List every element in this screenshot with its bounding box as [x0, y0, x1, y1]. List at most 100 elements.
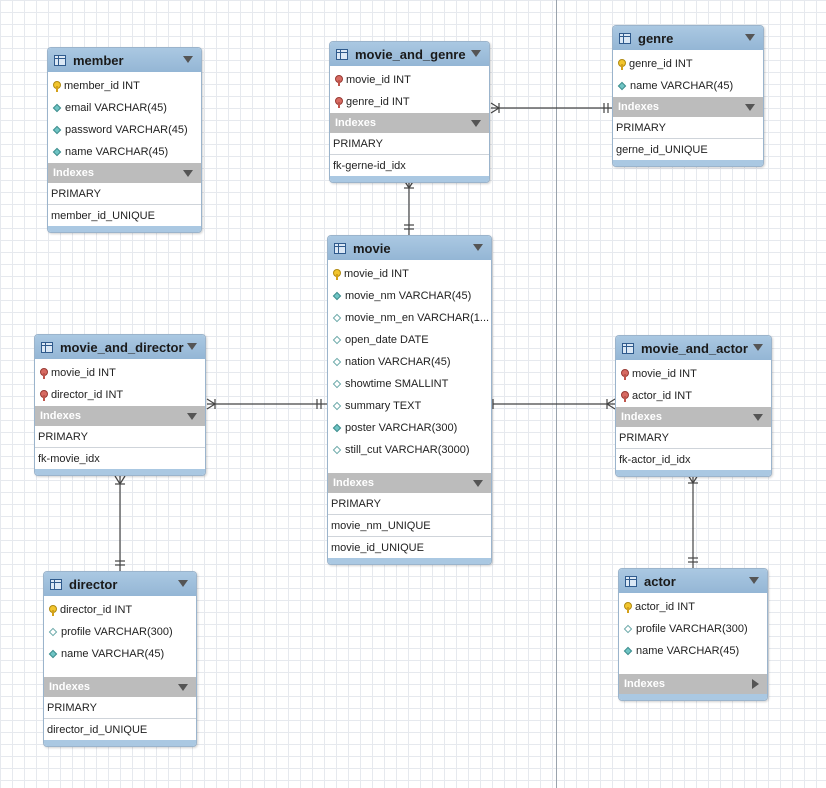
- table-footer: [613, 160, 763, 166]
- column-name: email VARCHAR(45): [65, 102, 167, 114]
- column-row[interactable]: email VARCHAR(45): [48, 97, 201, 119]
- foreign-key-icon: [335, 74, 343, 86]
- index-row[interactable]: member_id_UNIQUE: [48, 204, 201, 226]
- index-row[interactable]: fk-gerne-id_idx: [330, 154, 489, 176]
- collapse-arrow-icon[interactable]: [178, 580, 188, 587]
- column-row[interactable]: profile VARCHAR(300): [619, 618, 767, 640]
- collapse-arrow-icon[interactable]: [745, 104, 755, 111]
- table-header[interactable]: actor: [619, 569, 767, 593]
- column-name: movie_nm_en VARCHAR(1...: [345, 312, 490, 324]
- column-row[interactable]: movie_id INT: [35, 362, 205, 384]
- index-row[interactable]: PRIMARY: [333, 137, 383, 150]
- column-row[interactable]: still_cut VARCHAR(3000): [328, 439, 491, 461]
- column-row[interactable]: showtime SMALLINT: [328, 373, 491, 395]
- collapse-arrow-icon[interactable]: [471, 120, 481, 127]
- column-name: director_id INT: [60, 604, 133, 616]
- not-null-column-icon: [332, 423, 342, 433]
- collapse-arrow-icon[interactable]: [471, 50, 481, 57]
- not-null-column-icon: [52, 125, 62, 135]
- table-header[interactable]: movie: [328, 236, 491, 260]
- collapse-arrow-icon[interactable]: [745, 34, 755, 41]
- column-name: movie_id INT: [632, 368, 697, 380]
- collapse-arrow-icon[interactable]: [753, 344, 763, 351]
- collapse-arrow-icon[interactable]: [183, 56, 193, 63]
- indexes-label: Indexes: [618, 101, 659, 113]
- collapse-arrow-icon[interactable]: [187, 413, 197, 420]
- collapse-arrow-icon[interactable]: [473, 244, 483, 251]
- column-row[interactable]: genre_id INT: [613, 53, 763, 75]
- table-member[interactable]: member member_id INT email VARCHAR(45) pass…: [47, 47, 202, 233]
- index-row[interactable]: PRIMARY: [619, 431, 669, 444]
- column-row[interactable]: nation VARCHAR(45): [328, 351, 491, 373]
- column-row[interactable]: name VARCHAR(45): [44, 643, 196, 665]
- indexes-header[interactable]: Indexes: [48, 163, 201, 183]
- table-header[interactable]: movie_and_genre: [330, 42, 489, 66]
- column-row[interactable]: movie_nm VARCHAR(45): [328, 285, 491, 307]
- table-header[interactable]: member: [48, 48, 201, 72]
- column-row[interactable]: movie_nm_en VARCHAR(1...: [328, 307, 491, 329]
- column-row[interactable]: profile VARCHAR(300): [44, 621, 196, 643]
- indexes-header[interactable]: Indexes: [330, 113, 489, 133]
- index-row[interactable]: PRIMARY: [47, 701, 97, 714]
- indexes-header[interactable]: Indexes: [35, 406, 205, 426]
- column-row[interactable]: director_id INT: [35, 384, 205, 406]
- rel-director-many-end-crow: [119, 475, 126, 485]
- index-row[interactable]: fk-actor_id_idx: [616, 448, 771, 470]
- column-row[interactable]: password VARCHAR(45): [48, 119, 201, 141]
- column-row[interactable]: name VARCHAR(45): [613, 75, 763, 97]
- column-row[interactable]: poster VARCHAR(300): [328, 417, 491, 439]
- index-row[interactable]: movie_nm_UNIQUE: [328, 514, 491, 536]
- table-director[interactable]: director director_id INT profile VARCHAR(3…: [43, 571, 197, 747]
- column-row[interactable]: member_id INT: [48, 75, 201, 97]
- indexes-header[interactable]: Indexes: [613, 97, 763, 117]
- indexes-header[interactable]: Indexes: [44, 677, 196, 697]
- table-header[interactable]: genre: [613, 26, 763, 50]
- column-row[interactable]: movie_id INT: [328, 263, 491, 285]
- not-null-column-icon: [623, 646, 633, 656]
- column-row[interactable]: genre_id INT: [330, 91, 489, 113]
- index-row[interactable]: movie_id_UNIQUE: [328, 536, 491, 558]
- table-icon: [336, 48, 348, 60]
- column-row[interactable]: actor_id INT: [616, 385, 771, 407]
- column-row[interactable]: summary TEXT: [328, 395, 491, 417]
- column-row[interactable]: name VARCHAR(45): [619, 640, 767, 662]
- table-header[interactable]: movie_and_actor: [616, 336, 771, 360]
- collapse-arrow-icon[interactable]: [187, 343, 197, 350]
- index-row[interactable]: gerne_id_UNIQUE: [613, 138, 763, 160]
- table-header[interactable]: movie_and_director: [35, 335, 205, 359]
- expand-arrow-icon[interactable]: [752, 679, 759, 689]
- indexes-header[interactable]: Indexes: [616, 407, 771, 427]
- table-header[interactable]: director: [44, 572, 196, 596]
- collapse-arrow-icon[interactable]: [473, 480, 483, 487]
- indexes-header[interactable]: Indexes: [619, 674, 767, 694]
- not-null-column-icon: [52, 103, 62, 113]
- index-row[interactable]: PRIMARY: [38, 430, 88, 443]
- column-row[interactable]: director_id INT: [44, 599, 196, 621]
- column-row[interactable]: name VARCHAR(45): [48, 141, 201, 163]
- column-row[interactable]: movie_id INT: [330, 69, 489, 91]
- column-row[interactable]: open_date DATE: [328, 329, 491, 351]
- index-list: PRIMARY fk-gerne-id_idx: [330, 133, 489, 176]
- index-row[interactable]: PRIMARY: [51, 187, 101, 200]
- index-row[interactable]: director_id_UNIQUE: [44, 718, 196, 740]
- collapse-arrow-icon[interactable]: [178, 684, 188, 691]
- index-row[interactable]: PRIMARY: [616, 121, 666, 134]
- collapse-arrow-icon[interactable]: [749, 577, 759, 584]
- collapse-arrow-icon[interactable]: [183, 170, 193, 177]
- index-row[interactable]: PRIMARY: [331, 497, 381, 510]
- index-row[interactable]: fk-movie_idx: [35, 447, 205, 469]
- indexes-header[interactable]: Indexes: [328, 473, 491, 493]
- indexes-label: Indexes: [335, 117, 376, 129]
- table-title: movie_and_actor: [641, 340, 748, 356]
- collapse-arrow-icon[interactable]: [753, 414, 763, 421]
- column-row[interactable]: movie_id INT: [616, 363, 771, 385]
- column-row[interactable]: actor_id INT: [619, 596, 767, 618]
